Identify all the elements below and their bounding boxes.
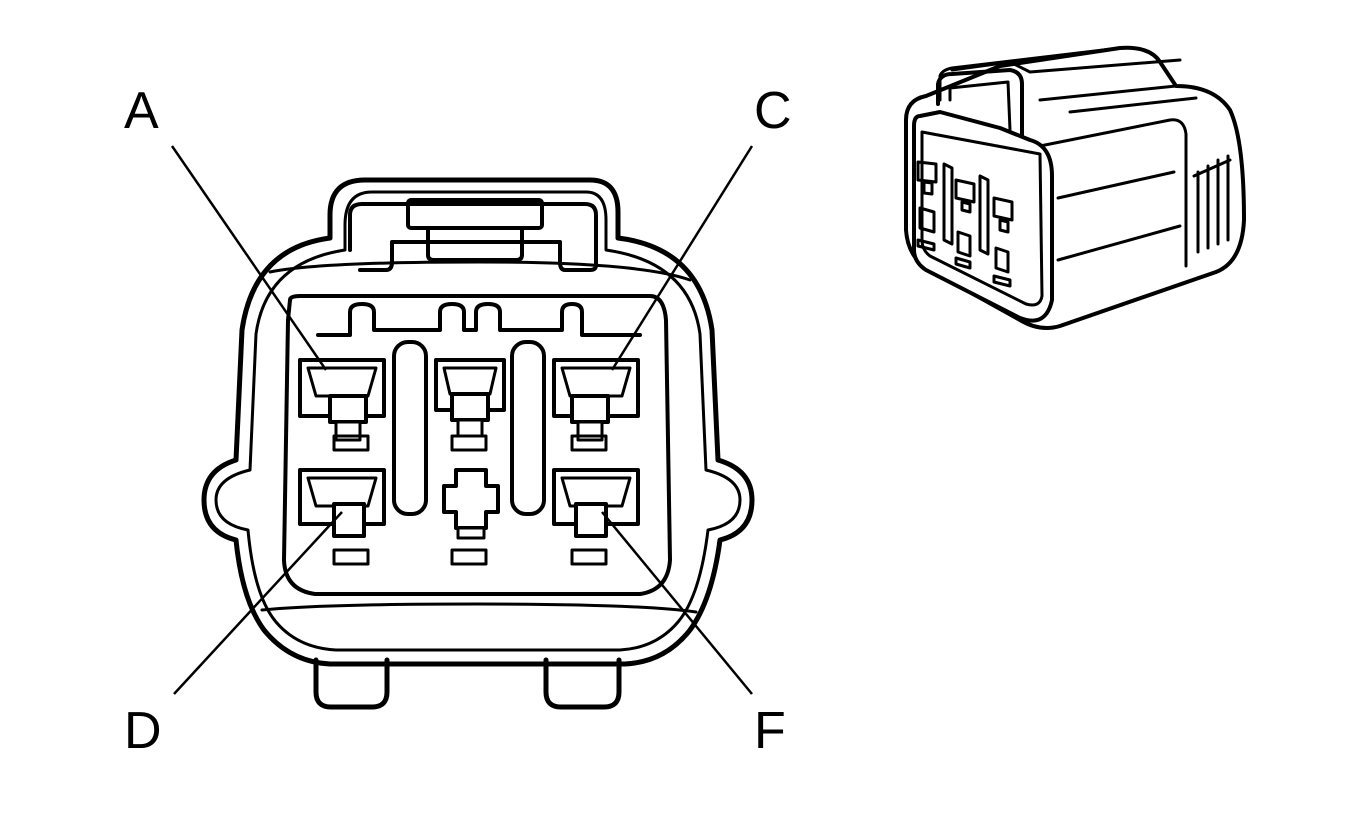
pin-label-d: D bbox=[124, 702, 162, 760]
pin-label-c: C bbox=[754, 82, 792, 140]
leader-line-d bbox=[173, 511, 343, 695]
terminal-c bbox=[552, 358, 640, 442]
terminal-d bbox=[298, 468, 386, 538]
leader-line-a bbox=[170, 145, 328, 371]
leader-line-c bbox=[610, 145, 754, 371]
pin-label-a: A bbox=[124, 82, 159, 140]
pin-label-f: F bbox=[754, 702, 786, 760]
terminal-f bbox=[552, 468, 640, 538]
leader-line-f bbox=[601, 511, 753, 695]
terminal-b bbox=[434, 358, 506, 438]
terminal-a bbox=[298, 358, 386, 442]
connector-perspective-view bbox=[904, 45, 1246, 330]
connector-face-view bbox=[201, 177, 755, 710]
terminal-e bbox=[442, 468, 500, 540]
